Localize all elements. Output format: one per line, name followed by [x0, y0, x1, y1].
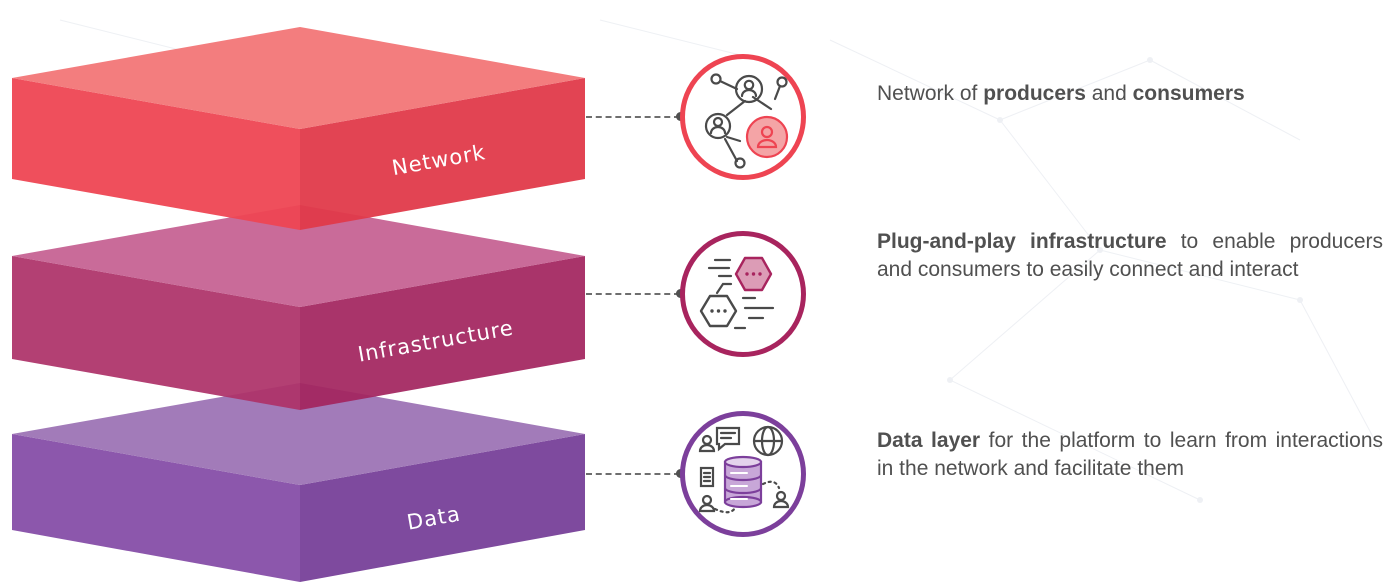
connector-data	[586, 473, 680, 475]
layer-data-side-right	[300, 434, 585, 582]
description-network-bold-consumers: consumers	[1132, 82, 1245, 105]
layer-network-top	[12, 27, 585, 129]
layer-data-top	[12, 383, 585, 485]
layer-data: Data	[12, 383, 585, 582]
description-data-text: for the platform to learn from interacti…	[877, 429, 1384, 480]
description-data-bold: Data layer	[877, 429, 981, 452]
description-data: Data layer for the platform to learn fro…	[877, 427, 1383, 483]
description-network-text-1: Network of	[877, 82, 984, 105]
layer-data-side-left	[12, 434, 300, 582]
layer-infrastructure-side-right	[300, 256, 585, 410]
network-people-icon	[704, 73, 789, 169]
data-icon-circle	[680, 411, 806, 537]
layer-infrastructure: Infrastructure	[12, 205, 585, 410]
description-network-bold-producers: producers	[983, 82, 1086, 105]
description-network-text-2: and	[1085, 82, 1133, 105]
description-network: Network of producers and consumers	[877, 80, 1392, 108]
infrastructure-icon-circle	[680, 231, 806, 357]
connector-infrastructure	[586, 293, 680, 295]
layer-network: Network	[12, 27, 585, 230]
database-people-icon	[698, 425, 790, 514]
description-infrastructure-bold: Plug-and-play infrastructure	[877, 230, 1167, 253]
description-infrastructure-text: to enable producers and consumers to eas…	[877, 230, 1384, 281]
layer-infrastructure-top	[12, 205, 585, 307]
hexagon-chat-icon	[699, 256, 775, 330]
layer-network-side-right	[300, 78, 585, 230]
layer-network-side-left	[12, 78, 300, 230]
layer-stack: Data Infrastructure Network	[12, 27, 585, 582]
description-infrastructure: Plug-and-play infrastructure to enable p…	[877, 228, 1383, 284]
connector-network	[586, 116, 680, 118]
layer-infrastructure-side-left	[12, 256, 300, 410]
network-icon-circle	[680, 54, 806, 180]
